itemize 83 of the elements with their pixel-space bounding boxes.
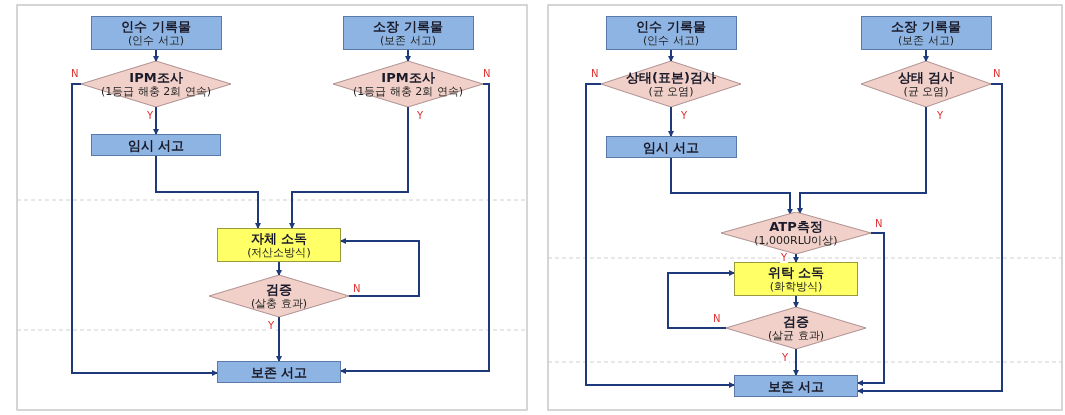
arrow — [668, 106, 674, 137]
edge-label: Y — [781, 352, 790, 363]
step-note: (1등급 해충 2회 연속) — [100, 85, 212, 98]
step-note: (보존 서고) — [379, 34, 437, 47]
step-title: 자체 소독 — [250, 231, 308, 246]
arrow — [793, 295, 799, 308]
arrow — [793, 253, 799, 263]
process-box — [91, 134, 221, 156]
step-note: (1등급 해충 2회 연속) — [352, 85, 464, 98]
edge-label: N — [590, 68, 600, 79]
arrow — [793, 348, 799, 376]
edge-label: N — [874, 218, 884, 229]
step-title: ATP측정 — [769, 219, 823, 234]
edge-label: N — [482, 68, 492, 79]
step-note: (균 오염) — [648, 85, 694, 98]
step-title: IPM조사 — [129, 70, 183, 85]
decision-diamond — [726, 307, 866, 349]
edge-label: N — [70, 68, 80, 79]
step-note: (화학방식) — [769, 280, 823, 293]
arrow — [276, 316, 282, 362]
process-box — [734, 375, 858, 397]
arrow — [155, 155, 261, 229]
arrow — [71, 83, 218, 376]
edge-label: N — [712, 313, 722, 324]
arrow — [857, 232, 885, 386]
step-title: 인수 기록물 — [121, 19, 191, 34]
edge-label: N — [352, 283, 362, 294]
step-note: (1,000RLU이상) — [754, 234, 838, 247]
process-box — [860, 16, 992, 50]
process-box — [217, 228, 341, 262]
edge-label: Y — [146, 110, 155, 121]
arrow — [797, 106, 927, 215]
step-title: 검증 — [266, 282, 292, 297]
process-box — [734, 262, 858, 296]
decision-diamond — [721, 212, 871, 254]
edge-label: Y — [267, 320, 276, 331]
decision-diamond — [861, 61, 991, 107]
step-note: (인수 서고) — [642, 34, 700, 47]
step-title: 보존 서고 — [767, 378, 825, 394]
process-box — [342, 16, 474, 50]
process-box — [217, 361, 341, 383]
step-title: 위탁 소독 — [767, 265, 825, 280]
step-title: 상태 검사 — [897, 70, 955, 85]
arrow — [289, 106, 409, 229]
step-note: (균 오염) — [903, 85, 949, 98]
step-title: 소장 기록물 — [373, 19, 443, 34]
decision-diamond — [209, 275, 349, 317]
arrow — [670, 157, 793, 215]
step-note: (살충 효과) — [250, 297, 308, 310]
step-note: (저산소방식) — [247, 246, 311, 259]
arrow — [153, 106, 159, 135]
edge-label: Y — [680, 110, 689, 121]
edge-label: Y — [936, 110, 945, 121]
decision-diamond — [81, 61, 231, 107]
process-box — [605, 16, 737, 50]
edge-label: Y — [780, 252, 789, 263]
decision-diamond — [333, 61, 483, 107]
step-title: 임시 서고 — [642, 139, 700, 155]
arrow — [340, 238, 420, 297]
step-title: 상태(표본)검사 — [626, 70, 716, 85]
step-note: (보존 서고) — [897, 34, 955, 47]
step-title: 소장 기록물 — [891, 19, 961, 34]
arrow — [667, 270, 735, 329]
arrow — [276, 261, 282, 276]
step-note: (인수 서고) — [127, 34, 185, 47]
process-box — [605, 136, 737, 158]
process-box — [90, 16, 222, 50]
arrow — [585, 83, 735, 388]
edge-label: N — [992, 68, 1002, 79]
step-title: 임시 서고 — [127, 137, 185, 153]
arrow — [923, 49, 929, 62]
step-note: (살균 효과) — [767, 329, 825, 342]
step-title: 인수 기록물 — [636, 19, 706, 34]
arrow — [405, 49, 411, 62]
decision-diamond — [601, 61, 741, 107]
arrow — [857, 83, 1003, 394]
step-title: 보존 서고 — [250, 364, 308, 380]
step-title: IPM조사 — [381, 70, 435, 85]
edge-label: Y — [416, 110, 425, 121]
arrow — [340, 83, 490, 374]
arrow — [668, 49, 674, 62]
arrow — [153, 49, 159, 62]
step-title: 검증 — [783, 314, 809, 329]
